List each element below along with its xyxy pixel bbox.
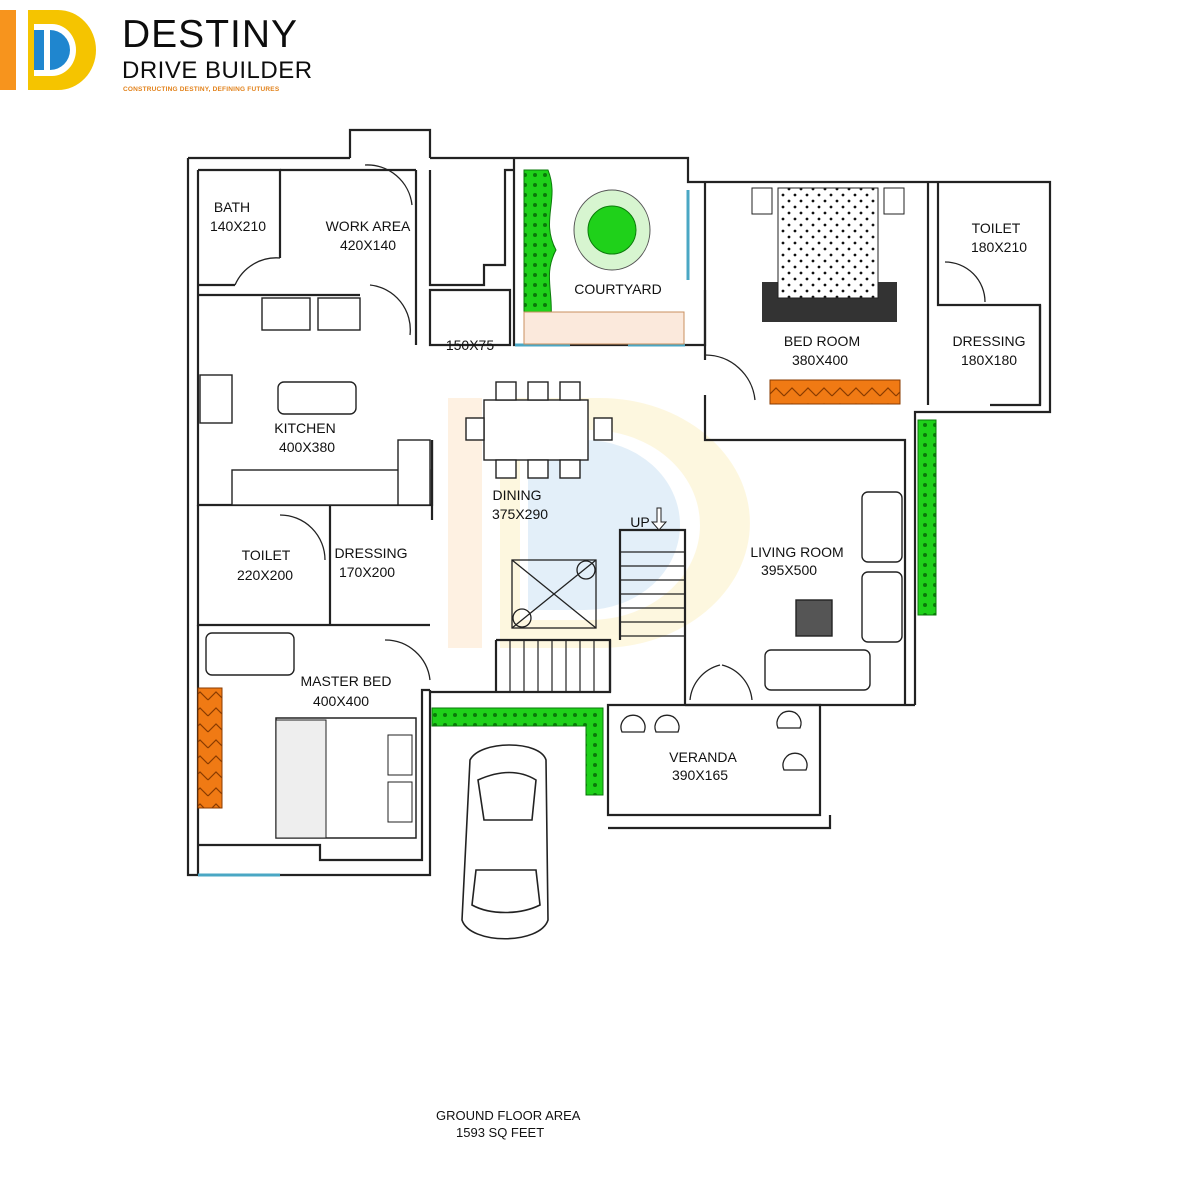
room-name: BED ROOM (784, 333, 860, 349)
courtyard-paving (523, 311, 685, 345)
room-size: 380X400 (792, 352, 848, 368)
footer-area-value: 1593 SQ FEET (456, 1125, 545, 1140)
car (461, 744, 549, 940)
footer-area-label: GROUND FLOOR AREA (436, 1108, 581, 1123)
room-name: COURTYARD (574, 281, 661, 297)
room-size: 400X380 (279, 439, 335, 455)
walls (186, 128, 1052, 877)
room-name: WORK AREA (326, 218, 411, 234)
room-size: 420X140 (340, 237, 396, 253)
brand-name: DESTINY (122, 13, 299, 56)
room-name: TOILET (242, 547, 291, 563)
brand-tagline: CONSTRUCTING DESTINY, DEFINING FUTURES (123, 86, 280, 93)
dining-table (465, 381, 613, 479)
room-name: MASTER BED (300, 673, 391, 689)
room-size: 375X290 (492, 506, 548, 522)
stair-label: UP (630, 514, 649, 530)
room-name: LIVING ROOM (750, 544, 843, 560)
destiny-logo-mark (0, 10, 96, 90)
doors (234, 164, 986, 701)
bedroom-cushion (769, 379, 901, 405)
windows (198, 190, 690, 877)
skylight (511, 559, 597, 629)
room-labels: BATH 140X210 WORK AREA 420X140 150X75 CO… (210, 199, 1027, 783)
room-name: VERANDA (669, 749, 737, 765)
room-name: BATH (214, 199, 250, 215)
living-sofa (764, 491, 903, 691)
room-size: 170X200 (339, 564, 395, 580)
room-size: 180X210 (971, 239, 1027, 255)
staircase (509, 551, 685, 692)
room-name: DINING (493, 487, 542, 503)
stair-arrow-icon (650, 507, 668, 531)
living-planter (917, 419, 937, 616)
bedroom-bed (751, 187, 905, 322)
room-size: 390X165 (672, 767, 728, 783)
master-bed (275, 717, 417, 839)
brand-subname: DRIVE BUILDER (122, 57, 313, 84)
veranda-chairs (620, 710, 808, 771)
room-size: 220X200 (237, 567, 293, 583)
company-logo: DESTINY DRIVE BUILDER CONSTRUCTING DESTI… (0, 8, 330, 98)
room-name: TOILET (972, 220, 1021, 236)
room-name: DRESSING (334, 545, 407, 561)
porch-planter (431, 707, 604, 796)
kitchen-counter (199, 297, 431, 506)
room-name: DRESSING (952, 333, 1025, 349)
room-name: KITCHEN (274, 420, 335, 436)
masterbed-cushion (197, 687, 223, 809)
room-size: 150X75 (446, 337, 494, 353)
room-size: 180X180 (961, 352, 1017, 368)
room-size: 395X500 (761, 562, 817, 578)
room-size: 400X400 (313, 693, 369, 709)
room-size: 140X210 (210, 218, 266, 234)
master-sofa (205, 632, 295, 676)
